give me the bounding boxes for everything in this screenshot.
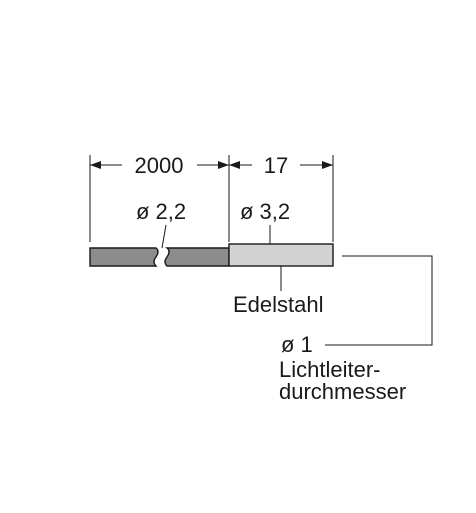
stainless-steel-tip (228, 243, 334, 267)
fiber-diameter-leader (325, 255, 433, 346)
tip-length-label: 17 (264, 153, 288, 178)
arrowhead-cable-left (90, 161, 101, 169)
fiber-diameter-label: ø 1 (281, 332, 313, 357)
fiber-caption-line1: Lichtleiter- (279, 357, 380, 382)
cable-length-label: 2000 (135, 153, 184, 178)
arrowhead-cable-right (218, 161, 229, 169)
fiber-caption-line2: durchmesser (279, 379, 406, 404)
cable-segment-left (89, 247, 159, 267)
tip-diameter-label: ø 3,2 (240, 199, 290, 224)
cable-diameter-leader (161, 224, 167, 249)
arrowhead-tip-left (229, 161, 240, 169)
material-label: Edelstahl (233, 292, 324, 317)
cable-diameter-label: ø 2,2 (136, 199, 186, 224)
cable-segment-right (164, 247, 230, 267)
arrowhead-tip-right (322, 161, 333, 169)
